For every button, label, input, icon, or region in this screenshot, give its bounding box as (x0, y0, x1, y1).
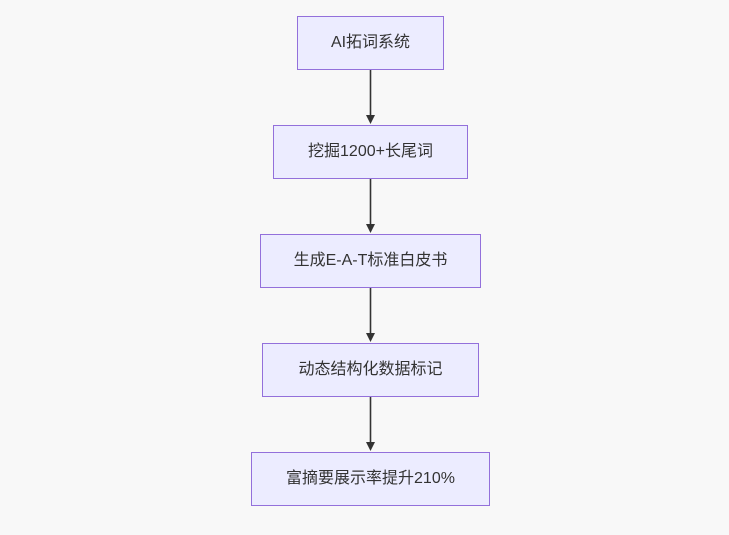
arrow-down-2 (366, 179, 375, 233)
flowchart-node-1-label: AI拓词系统 (330, 34, 411, 52)
arrow-down-3 (366, 288, 375, 342)
flowchart-node-4-label: 动态结构化数据标记 (298, 361, 443, 379)
flowchart-node-5-label: 富摘要展示率提升210% (286, 470, 455, 488)
flowchart-node-3-label: 生成E-A-T标准白皮书 (293, 252, 448, 270)
flowchart-node-2: 挖掘1200+长尾词 (273, 125, 468, 179)
arrow-down-1 (366, 70, 375, 124)
flowchart-node-1: AI拓词系统 (297, 16, 444, 70)
flowchart-node-3: 生成E-A-T标准白皮书 (260, 234, 481, 288)
flowchart-node-4: 动态结构化数据标记 (262, 343, 479, 397)
arrow-down-4 (366, 397, 375, 451)
flowchart-node-5: 富摘要展示率提升210% (251, 452, 490, 506)
flowchart-node-2-label: 挖掘1200+长尾词 (308, 143, 433, 161)
